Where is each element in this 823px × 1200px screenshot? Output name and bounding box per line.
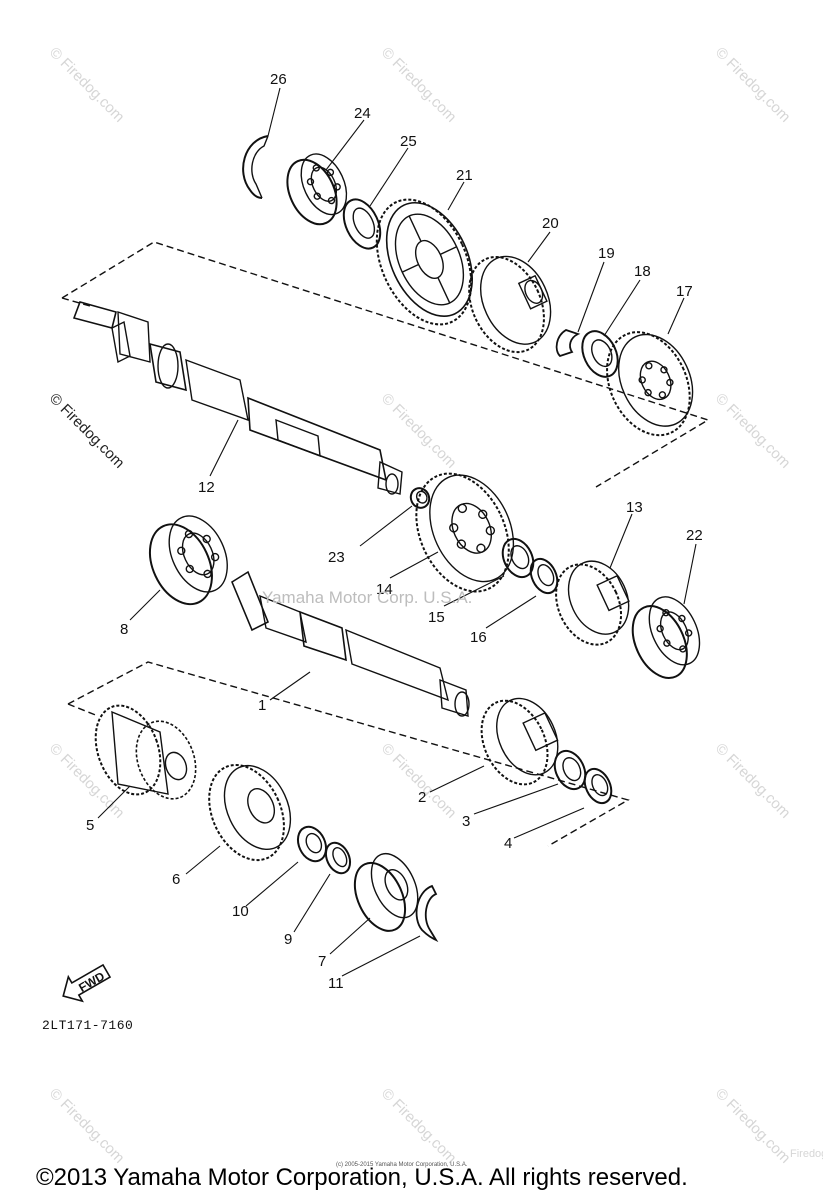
tiny-notice: (c) 2005-2015 Yamaha Motor Corporation, … bbox=[336, 1162, 468, 1168]
copyright-notice: ©2013 Yamaha Motor Corporation, U.S.A. A… bbox=[36, 1164, 688, 1191]
circlip-26 bbox=[242, 135, 269, 199]
watermark-small: Firedog.com bbox=[790, 1148, 823, 1160]
fwd-label: FWD bbox=[76, 969, 107, 995]
callout-20: 20 bbox=[542, 215, 559, 232]
callout-6: 6 bbox=[172, 871, 180, 888]
washer-10 bbox=[296, 825, 328, 863]
callout-10: 10 bbox=[232, 903, 249, 920]
bearing-7 bbox=[353, 852, 419, 932]
callout-5: 5 bbox=[86, 817, 94, 834]
callout-2: 2 bbox=[418, 789, 426, 806]
callout-18: 18 bbox=[634, 263, 651, 280]
callout-24: 24 bbox=[354, 105, 371, 122]
gear-2 bbox=[480, 697, 559, 786]
washer-15 bbox=[501, 537, 535, 579]
fwd-arrow-icon bbox=[62, 963, 112, 1003]
callout-26: 26 bbox=[270, 71, 287, 88]
callout-23: 23 bbox=[328, 549, 345, 566]
gear-20 bbox=[468, 255, 552, 354]
callout-11: 11 bbox=[328, 975, 344, 992]
gear-5 bbox=[94, 704, 197, 800]
center-watermark: Yamaha Motor Corp. U.S.A. bbox=[262, 588, 473, 607]
circlip-19 bbox=[555, 329, 581, 358]
bearing-24 bbox=[286, 153, 348, 226]
circlip-16 bbox=[529, 557, 559, 595]
callout-22: 22 bbox=[686, 527, 703, 544]
circlip-4 bbox=[583, 767, 613, 805]
gear-17 bbox=[606, 331, 694, 437]
drive-axle-1 bbox=[231, 570, 470, 717]
part-number: 2LT171-7160 bbox=[42, 1018, 134, 1033]
callout-17: 17 bbox=[676, 283, 693, 300]
washer-18 bbox=[581, 330, 619, 378]
gear-13 bbox=[555, 560, 630, 646]
assembly-boundary-upper bbox=[61, 241, 710, 488]
callout-7: 7 bbox=[318, 953, 326, 970]
callout-25: 25 bbox=[400, 133, 417, 150]
callout-14: 14 bbox=[376, 581, 393, 598]
callout-3: 3 bbox=[462, 813, 470, 830]
gear-6 bbox=[208, 763, 292, 862]
circlip-9 bbox=[324, 841, 352, 875]
callout-12: 12 bbox=[198, 479, 215, 496]
callout-19: 19 bbox=[598, 245, 615, 262]
callout-13: 13 bbox=[626, 499, 643, 516]
gear-14 bbox=[415, 472, 515, 593]
callout-8: 8 bbox=[120, 621, 128, 638]
bearing-8 bbox=[148, 515, 228, 606]
callout-4: 4 bbox=[504, 835, 512, 852]
assembly-boundary-lower bbox=[67, 661, 630, 847]
circlip-11 bbox=[415, 884, 439, 943]
callout-15: 15 bbox=[428, 609, 445, 626]
bearing-22 bbox=[631, 596, 701, 679]
callout-1: 1 bbox=[258, 697, 266, 714]
gear-21 bbox=[375, 198, 474, 326]
callout-16: 16 bbox=[470, 629, 487, 646]
callout-21: 21 bbox=[456, 167, 473, 184]
callout-9: 9 bbox=[284, 931, 292, 948]
main-axle-12 bbox=[72, 301, 403, 495]
washer-3 bbox=[553, 749, 587, 791]
washer-25 bbox=[342, 198, 382, 250]
collar-23 bbox=[409, 487, 431, 509]
